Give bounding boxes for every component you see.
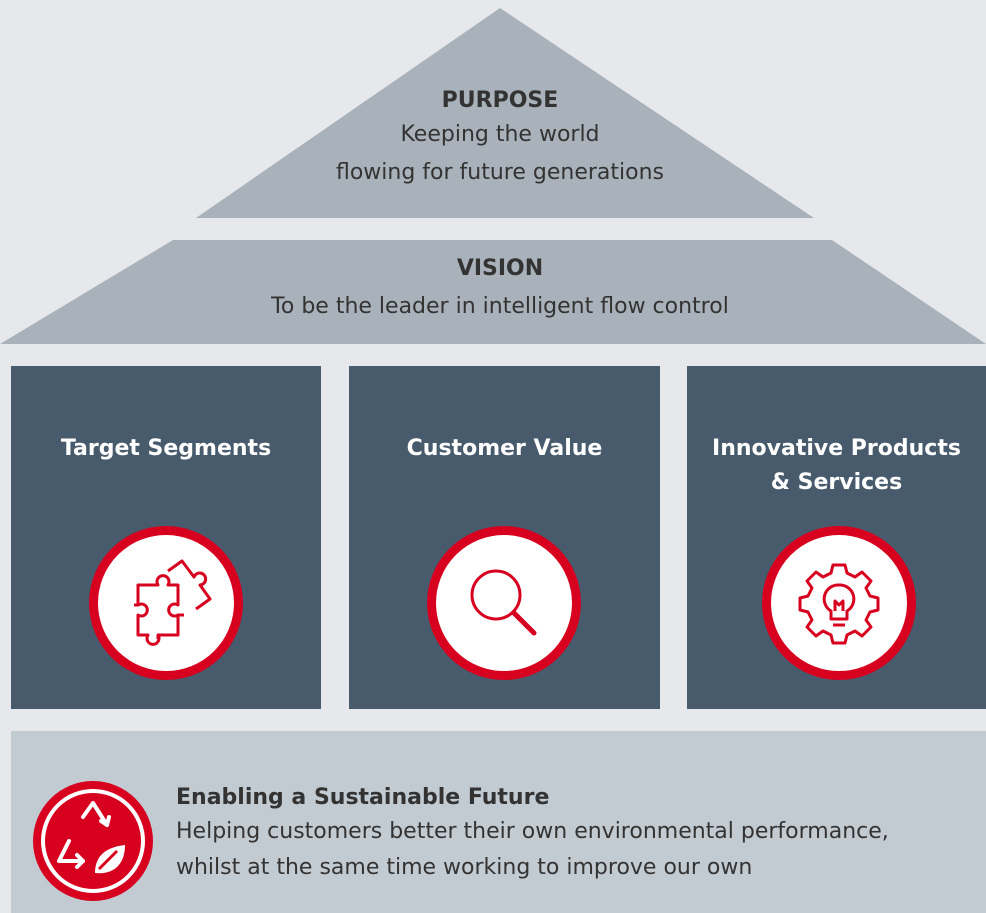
purpose-text-line1: Keeping the world xyxy=(400,122,600,147)
recycle-leaf-icon xyxy=(33,781,153,901)
purpose-roof xyxy=(196,8,814,218)
vision-title: VISION xyxy=(456,256,544,281)
purpose-title: PURPOSE xyxy=(441,88,559,113)
pillar-title-line1: Innovative Products xyxy=(712,436,961,461)
foundation-title: Enabling a Sustainable Future xyxy=(176,785,550,810)
pillar-title-line2: & Services xyxy=(770,470,903,495)
pillar-title: Target Segments xyxy=(60,436,272,461)
gear-lightbulb-icon xyxy=(762,526,916,680)
foundation-panel: Enabling a Sustainable Future Helping cu… xyxy=(11,731,986,913)
pillar-customer-value: Customer Value xyxy=(349,366,660,709)
puzzle-icon xyxy=(89,526,243,680)
purpose-text-line2: flowing for future generations xyxy=(335,160,665,185)
pillar-title: Customer Value xyxy=(406,436,603,461)
pillar-title: Innovative Products & Services xyxy=(687,432,986,500)
vision-band xyxy=(0,240,986,344)
magnifier-icon xyxy=(427,526,581,680)
foundation-text-line2: whilst at the same time working to impro… xyxy=(176,855,753,880)
pillar-innovative-products: Innovative Products & Services xyxy=(687,366,986,709)
foundation-text-line1: Helping customers better their own envir… xyxy=(176,819,889,844)
vision-text: To be the leader in intelligent flow con… xyxy=(271,294,729,319)
pillar-target-segments: Target Segments xyxy=(11,366,321,709)
